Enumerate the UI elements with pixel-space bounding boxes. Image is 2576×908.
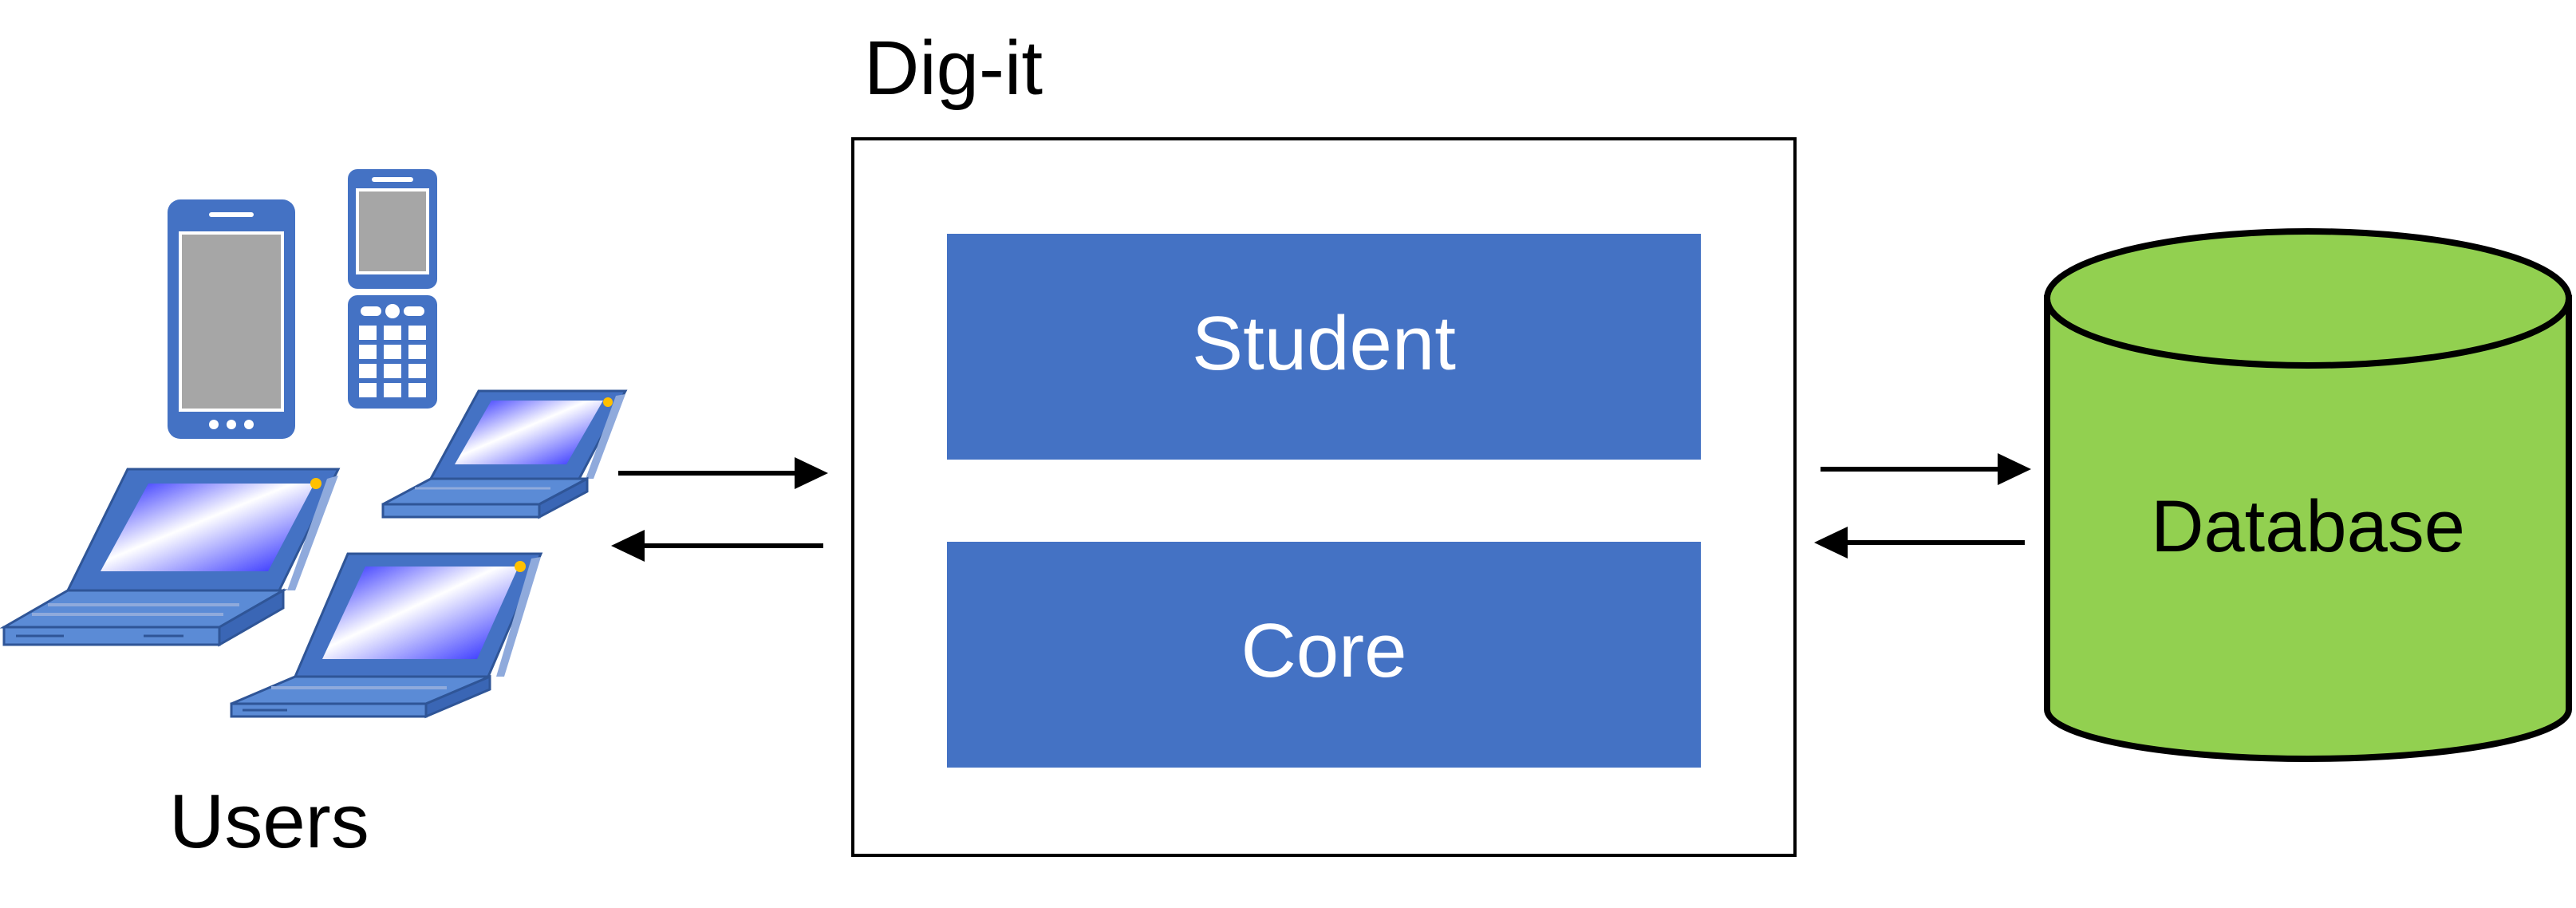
users-label: Users xyxy=(169,779,369,864)
laptop-icon xyxy=(230,552,543,719)
flip-phone-icon xyxy=(348,169,437,409)
system-title: Dig-it xyxy=(864,26,1043,111)
student-module-box xyxy=(947,234,1701,460)
student-module-label: Student xyxy=(1192,301,1456,386)
system-to-database-arrow xyxy=(1821,453,2031,485)
system-to-users-arrow xyxy=(611,530,823,562)
database-cylinder-icon xyxy=(2044,228,2572,762)
laptop-icon xyxy=(381,389,628,519)
users-to-system-arrow xyxy=(618,457,828,489)
database-label: Database xyxy=(2151,486,2465,567)
database-to-system-arrow xyxy=(1814,527,2025,559)
core-module-label: Core xyxy=(1241,608,1407,693)
users-devices-group xyxy=(0,169,628,719)
smartphone-icon xyxy=(168,199,295,439)
core-module-box xyxy=(947,542,1701,768)
laptop-icon xyxy=(0,468,341,647)
